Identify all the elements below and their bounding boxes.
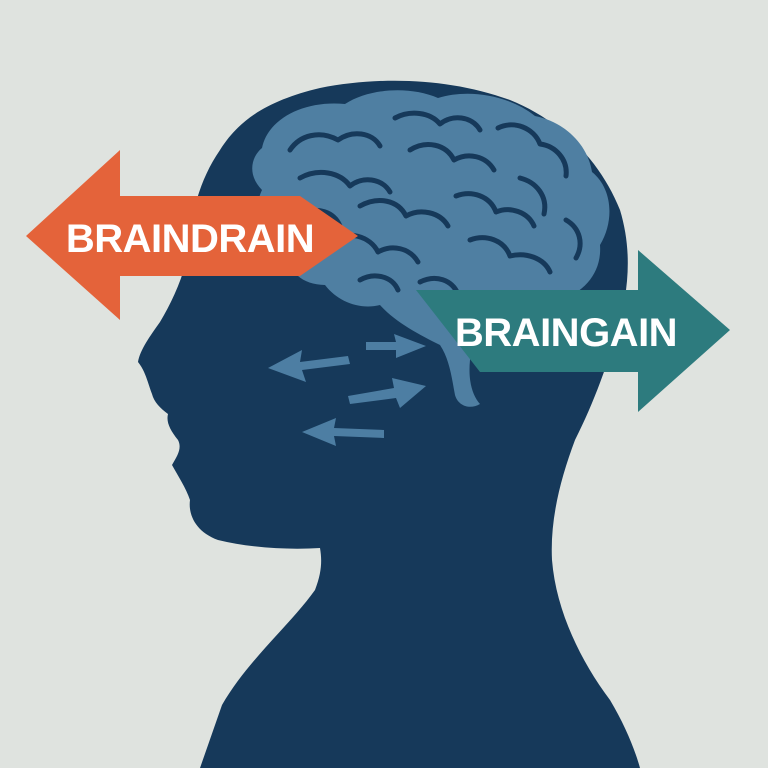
right-arrow-icon <box>416 250 730 412</box>
small-arrow-icon <box>366 334 426 358</box>
small-arrow-icon <box>268 350 350 382</box>
braingain-label: BRAINGAIN <box>455 311 677 355</box>
braindrain-label: BRAINDRAIN <box>66 217 314 261</box>
small-arrow-icon <box>348 378 426 408</box>
small-arrow-icon <box>302 418 384 446</box>
braingain-arrow: BRAINGAIN <box>416 250 730 412</box>
small-arrows <box>268 334 426 446</box>
left-arrow-icon <box>26 150 358 320</box>
braindrain-arrow: BRAINDRAIN <box>26 150 358 320</box>
